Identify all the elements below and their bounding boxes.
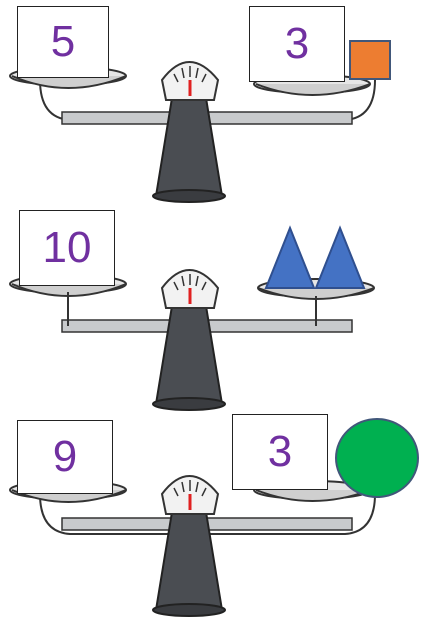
right-number-card: 3 xyxy=(232,414,328,490)
left-number-card: 10 xyxy=(19,210,115,286)
blue-cone-shape xyxy=(266,228,314,288)
right-number-card: 3 xyxy=(249,6,345,82)
balance-scale-3: 9 3 xyxy=(0,414,421,614)
balance-scale-1: 5 3 xyxy=(0,0,421,200)
orange-square-shape xyxy=(349,40,391,80)
green-circle-shape xyxy=(335,418,419,498)
left-number-card: 5 xyxy=(17,6,109,78)
left-number-card: 9 xyxy=(17,420,113,494)
blue-cone-shape xyxy=(316,228,364,288)
balance-scale-2: 10 xyxy=(0,208,421,408)
